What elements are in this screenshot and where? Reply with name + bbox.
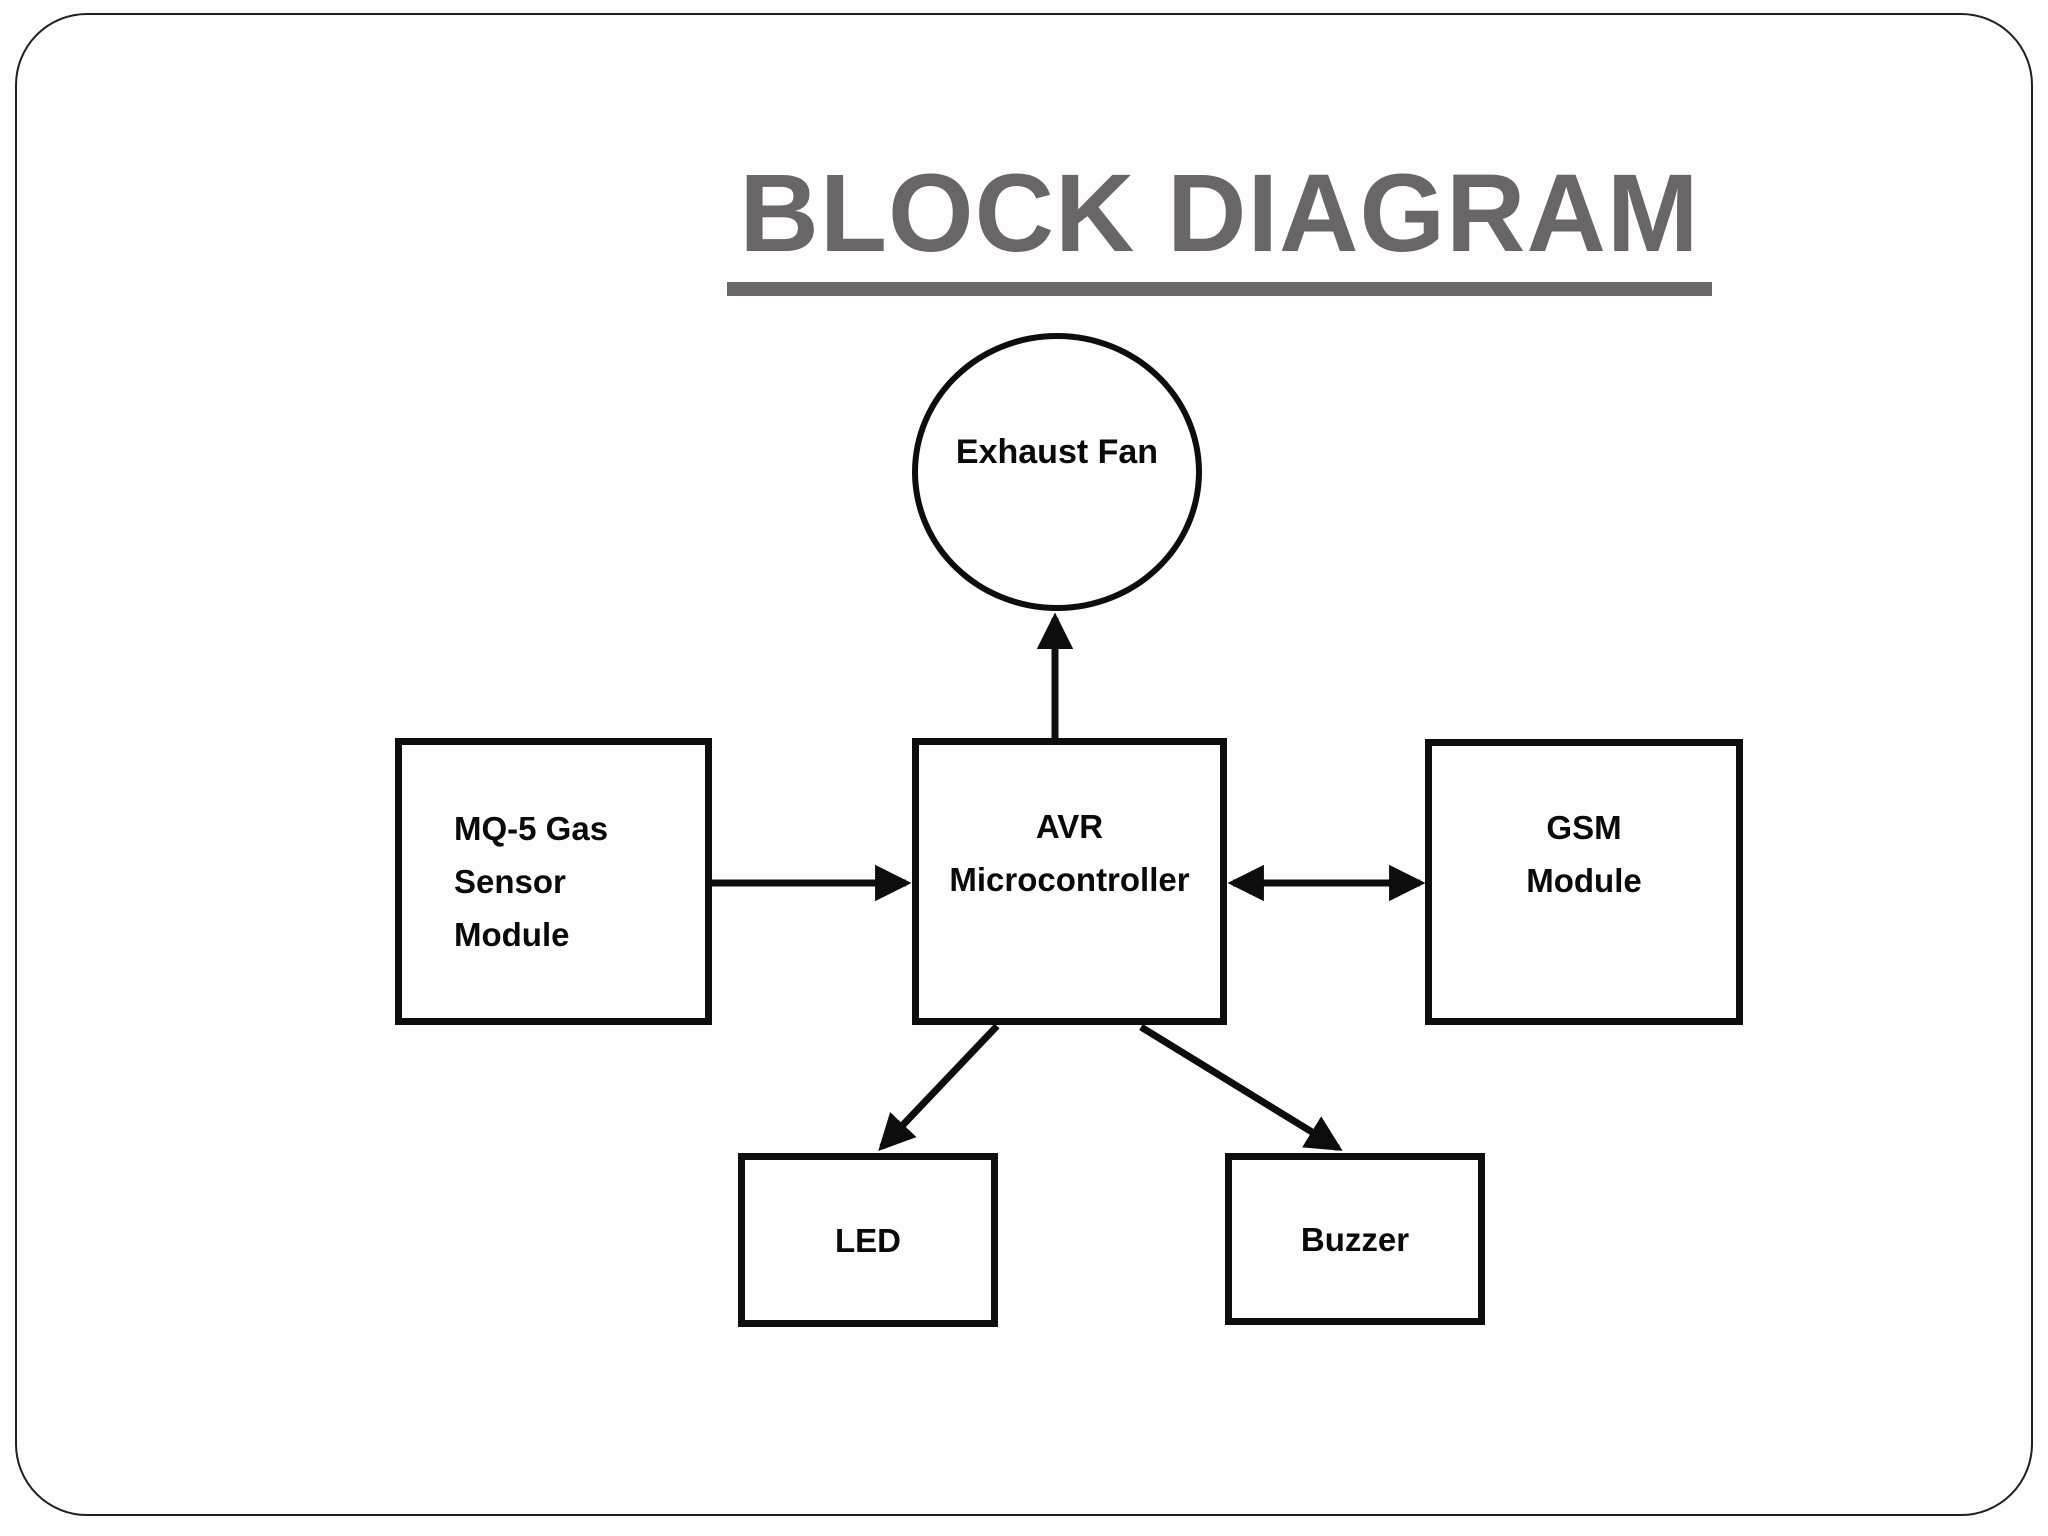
- node-gsm-module: GSM Module: [1425, 739, 1743, 1025]
- slide-rounded-border: [15, 13, 2033, 1516]
- node-exhaust-fan-label: Exhaust Fan: [955, 432, 1159, 471]
- arrow-avr-to-buzzer: [1139, 1024, 1343, 1151]
- arrow-avr-to-led: [878, 1023, 1000, 1151]
- node-mq5-gas-sensor: MQ-5 Gas Sensor Module: [395, 738, 712, 1025]
- node-gsm-module-label: GSM Module: [1526, 809, 1642, 899]
- node-avr-microcontroller-label: AVR Microcontroller: [949, 808, 1190, 898]
- node-led: LED: [738, 1153, 998, 1327]
- node-buzzer-label: Buzzer: [1300, 1220, 1410, 1258]
- node-buzzer: Buzzer: [1225, 1153, 1485, 1325]
- node-mq5-gas-sensor-label: MQ-5 Gas Sensor Module: [454, 810, 609, 953]
- node-exhaust-fan: Exhaust Fan: [912, 333, 1202, 611]
- node-avr-microcontroller: AVR Microcontroller: [912, 738, 1227, 1025]
- page-title: BLOCK DIAGRAM: [727, 150, 1712, 296]
- node-led-label: LED: [835, 1221, 901, 1259]
